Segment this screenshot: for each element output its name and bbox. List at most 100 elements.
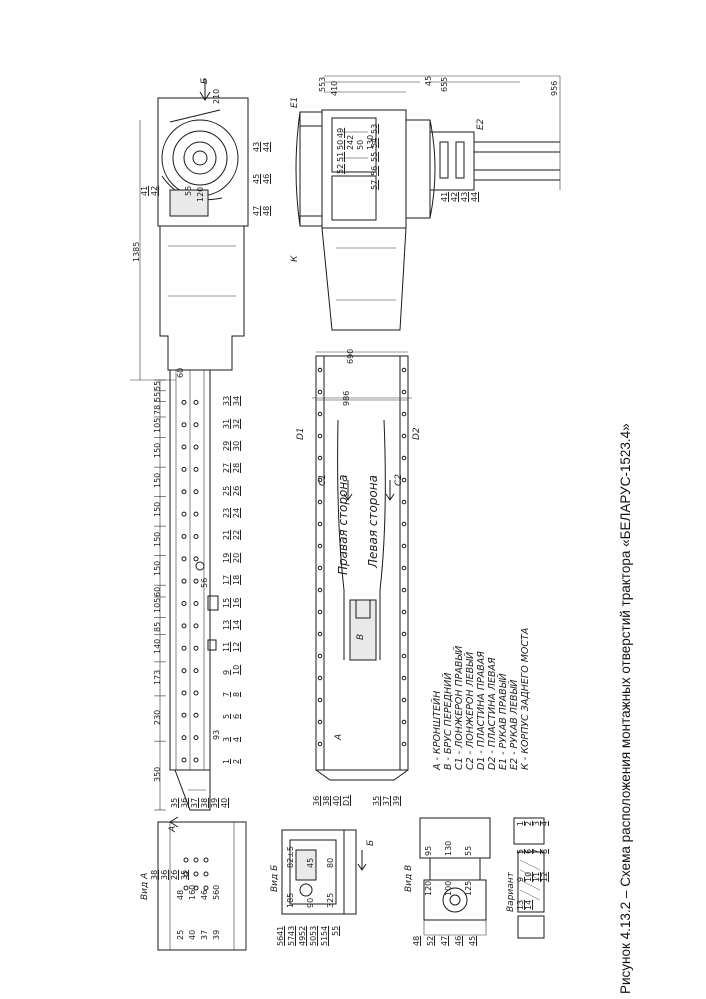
view-v	[419, 817, 491, 936]
side-top-dim: 60	[176, 367, 185, 378]
side-overall-dim: 1385	[132, 241, 141, 262]
mount-hole	[181, 601, 187, 607]
hole-number: 12	[232, 642, 241, 653]
legend-item: Е1 - РУКАВ ПРАВЫЙ	[498, 673, 509, 770]
front-hole-number: 40	[332, 795, 341, 806]
part-letter-c2: С2	[394, 473, 404, 486]
hole-number: 22	[232, 530, 241, 541]
side-spacing-dim: 350	[153, 766, 162, 782]
mount-hole	[181, 422, 187, 428]
rear-hole-number: 35	[170, 797, 179, 808]
frame-hole	[317, 653, 323, 659]
hole-number: 4	[232, 736, 241, 742]
view-b-dim: 325	[326, 892, 335, 908]
legend-item: А - КРОНШТЕЙН	[432, 690, 443, 770]
view-v-dim: 95	[424, 845, 433, 856]
hole-number: 1	[222, 758, 231, 764]
hole-number: 17	[222, 574, 231, 586]
mount-hole	[193, 578, 199, 584]
hole-number: 24	[232, 507, 241, 519]
view-b-num: 43	[287, 925, 296, 936]
view-a-hole	[183, 885, 189, 891]
part-letter-d1: D1	[296, 427, 306, 440]
frame-hole	[317, 455, 323, 461]
mount-hole	[193, 757, 199, 763]
mount-hole	[193, 735, 199, 741]
view-b-num: 53	[309, 925, 318, 936]
view-a-num: 26	[170, 869, 179, 880]
view-a-dim: 40	[188, 929, 197, 940]
side-spacing-dim: 150	[153, 443, 162, 459]
mount-hole	[181, 444, 187, 450]
frame-hole	[317, 477, 323, 483]
variant-title: Вариант	[506, 872, 516, 912]
view-b	[281, 829, 367, 915]
top-hole-number: 42	[150, 185, 159, 196]
plan-top-dim: 553	[318, 76, 327, 92]
hole-number: 27	[222, 463, 231, 474]
frame-hole	[317, 675, 323, 681]
side-spacing-dim: 55	[153, 392, 162, 403]
legend-item: С1 - ЛОНЖЕРОН ПРАВЫЙ	[454, 645, 465, 770]
frame-hole	[401, 587, 407, 593]
detail-num: 14	[524, 899, 533, 910]
mount-hole	[181, 578, 187, 584]
side-spacing-dim: 140	[153, 638, 162, 655]
view-b-num: 56	[276, 935, 285, 946]
legend-item: D1 - ПЛАСТИНА ПРАВАЯ	[476, 651, 487, 770]
hub-hole-number: 56	[370, 165, 379, 176]
view-v-dim: 130	[444, 840, 453, 856]
mount-hole	[193, 712, 199, 718]
top-hole-number: 43	[252, 141, 261, 152]
plan-mid-dim: 986	[342, 390, 351, 406]
plan-top-dim: 410	[330, 80, 339, 96]
view-b-num: 54	[320, 925, 329, 936]
frame-hole	[401, 521, 407, 527]
mount-hole	[193, 489, 199, 495]
hole-number: 20	[232, 552, 241, 563]
hole-number: 6	[232, 714, 241, 720]
view-v-dim: 125	[464, 880, 473, 896]
view-b-dim: 80	[326, 857, 335, 868]
mount-hole	[193, 444, 199, 450]
view-b-num: 49	[298, 935, 307, 946]
detail-num: 4	[540, 820, 549, 826]
view-a-title: Вид А	[140, 872, 150, 900]
frame-hole	[401, 499, 407, 505]
side-top-dim: 210	[212, 88, 221, 104]
hole-number: 21	[222, 530, 231, 541]
view-a-hole	[193, 871, 199, 877]
hole-number: 29	[222, 440, 231, 452]
part-letter-b: В	[356, 633, 366, 640]
mount-hole	[193, 399, 199, 405]
frame-hole	[401, 367, 407, 373]
view-a-dim: 25	[176, 929, 185, 940]
side-center-dim: 120	[196, 186, 205, 202]
plan-top-dim: 956	[550, 80, 559, 96]
frame-hole	[317, 389, 323, 395]
plan-view	[295, 75, 561, 781]
hole-number: 19	[222, 552, 231, 563]
front-hole-number: 36	[312, 795, 321, 806]
view-a-hole	[183, 857, 189, 863]
view-a-dim: 48	[176, 889, 185, 900]
view-v-dim: 120	[424, 880, 433, 896]
hole-number: 26	[232, 485, 241, 496]
mount-hole	[181, 757, 187, 763]
hole-number: 30	[232, 440, 241, 452]
figure-caption: Рисунок 4.13.2 – Схема расположения монт…	[618, 423, 633, 994]
mount-hole	[181, 623, 187, 629]
rear-hole-number: 36	[180, 797, 189, 808]
mount-hole	[181, 489, 187, 495]
legend-item: В - БРУС ПЕРЕДНИЙ	[443, 672, 454, 770]
mount-hole	[193, 668, 199, 674]
hole-number: 25	[222, 485, 231, 496]
side-view	[130, 78, 249, 828]
plan-top-dim: 45	[424, 75, 433, 86]
view-b-num: 51	[320, 935, 329, 946]
hole-number: 3	[222, 736, 231, 742]
variant-detail	[513, 817, 545, 939]
mount-hole	[193, 601, 199, 607]
view-a	[157, 821, 247, 951]
